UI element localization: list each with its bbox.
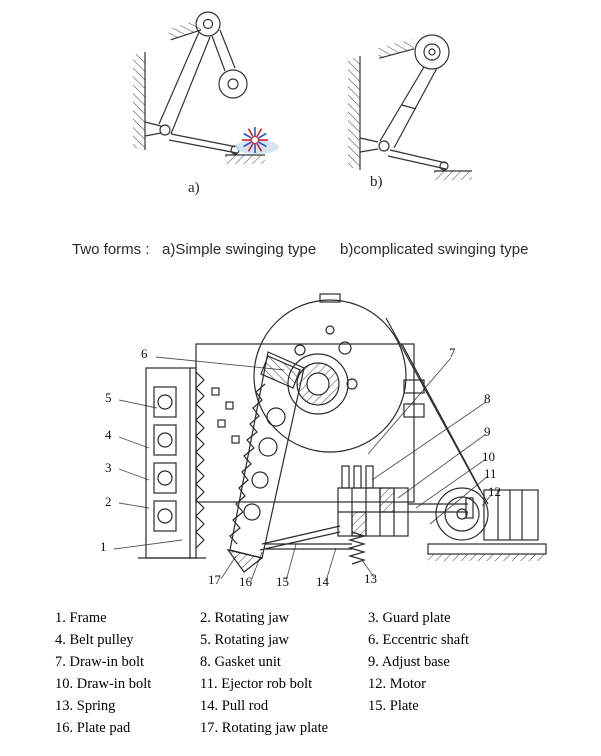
part-item: 7. Draw-in bolt — [55, 654, 144, 670]
callout-number: 4 — [105, 427, 112, 442]
fixed-jaw — [138, 367, 206, 559]
swing-jaw — [226, 351, 305, 573]
callout-number: 14 — [316, 574, 329, 589]
callout-number: 2 — [105, 494, 112, 509]
callout-number: 15 — [276, 574, 289, 589]
simple-swinging-diagram — [133, 11, 279, 164]
part-item: 9. Adjust base — [368, 654, 450, 670]
jaw-bottom-wedge — [226, 549, 264, 573]
callout-number: 8 — [484, 391, 491, 406]
fixed-jaw-plate-teeth — [195, 371, 205, 549]
jaw-arm — [379, 66, 425, 142]
figure-complicated-swinging — [332, 20, 502, 185]
ground-hatching — [434, 171, 472, 180]
toggle-link — [389, 149, 447, 164]
wall-hatching — [133, 54, 145, 148]
adjust-base — [337, 465, 409, 537]
part-item: 2. Rotating jaw — [200, 610, 290, 626]
belt-pulley — [435, 487, 489, 541]
part-item: 6. Eccentric shaft — [368, 632, 470, 648]
complicated-swinging-diagram — [348, 34, 472, 180]
part-item: 10. Draw-in bolt — [55, 676, 152, 692]
pull-rod — [265, 543, 352, 550]
wall-hatching — [348, 58, 360, 168]
toggle-link — [170, 133, 238, 148]
part-item: 11. Ejector rob bolt — [200, 676, 313, 692]
part-item: 17. Rotating jaw plate — [200, 720, 329, 736]
part-item: 1. Frame — [55, 610, 107, 626]
jaw-arm — [158, 31, 200, 125]
bolt — [365, 465, 374, 489]
crusher-diagram: 1 2 3 4 5 6 7 8 9 10 11 12 13 14 15 16 1… — [0, 292, 601, 612]
callout-number: 6 — [141, 346, 148, 361]
part-item: 3. Guard plate — [368, 610, 451, 626]
watermark-logo — [235, 127, 279, 154]
part-item: 14. Pull rod — [200, 698, 269, 714]
callout-number: 12 — [488, 484, 501, 499]
caption-type-b: b)complicated swinging type — [340, 241, 529, 258]
top-pivot-circle — [195, 11, 221, 37]
ground-hatching — [225, 155, 265, 164]
callout-number: 17 — [208, 572, 221, 587]
callout-number: 3 — [105, 460, 112, 475]
callout-number: 16 — [239, 574, 252, 589]
part-item-empty — [368, 720, 568, 742]
parts-list: 1. Frame 2. Rotating jaw 3. Guard plate … — [55, 610, 575, 742]
eccentric-circle — [414, 34, 450, 70]
swing-jaw-plate-teeth — [229, 383, 266, 545]
part-item: 16. Plate pad — [55, 720, 131, 736]
part-item: 15. Plate — [368, 698, 419, 714]
bolt — [353, 465, 362, 489]
callout-number: 1 — [100, 539, 107, 554]
figure-b-label: b) — [370, 174, 383, 190]
crusher-drawing — [113, 293, 547, 582]
part-item: 8. Gasket unit — [200, 654, 281, 670]
belt — [385, 317, 489, 505]
part-item: 4. Belt pulley — [55, 632, 134, 648]
toggle-plate — [259, 525, 341, 551]
callout-number: 10 — [482, 449, 495, 464]
motor-base-plate — [427, 543, 547, 555]
part-item: 12. Motor — [368, 676, 426, 692]
caption-type-a: a)Simple swinging type — [162, 241, 317, 258]
callout-number: 5 — [105, 390, 112, 405]
leader-lines — [113, 356, 493, 582]
part-item: 5. Rotating jaw — [200, 632, 290, 648]
callout-number: 11 — [484, 466, 497, 481]
flywheel — [253, 293, 407, 453]
callout-number: 13 — [364, 571, 377, 586]
spring — [347, 531, 367, 565]
part-item: 13. Spring — [55, 698, 116, 714]
top-support-bracket — [167, 19, 202, 41]
motor — [427, 487, 547, 561]
callout-number: 7 — [449, 345, 456, 360]
figure-caption: Two forms : a)Simple swinging type b)com… — [0, 241, 601, 263]
top-support-bracket — [376, 39, 415, 59]
eccentric-circle — [218, 69, 248, 99]
bolt — [341, 465, 350, 489]
figure-simple-swinging — [113, 6, 303, 201]
figure-a-label: a) — [188, 180, 200, 196]
caption-prefix: Two forms : — [72, 241, 150, 258]
callout-number: 9 — [484, 424, 491, 439]
